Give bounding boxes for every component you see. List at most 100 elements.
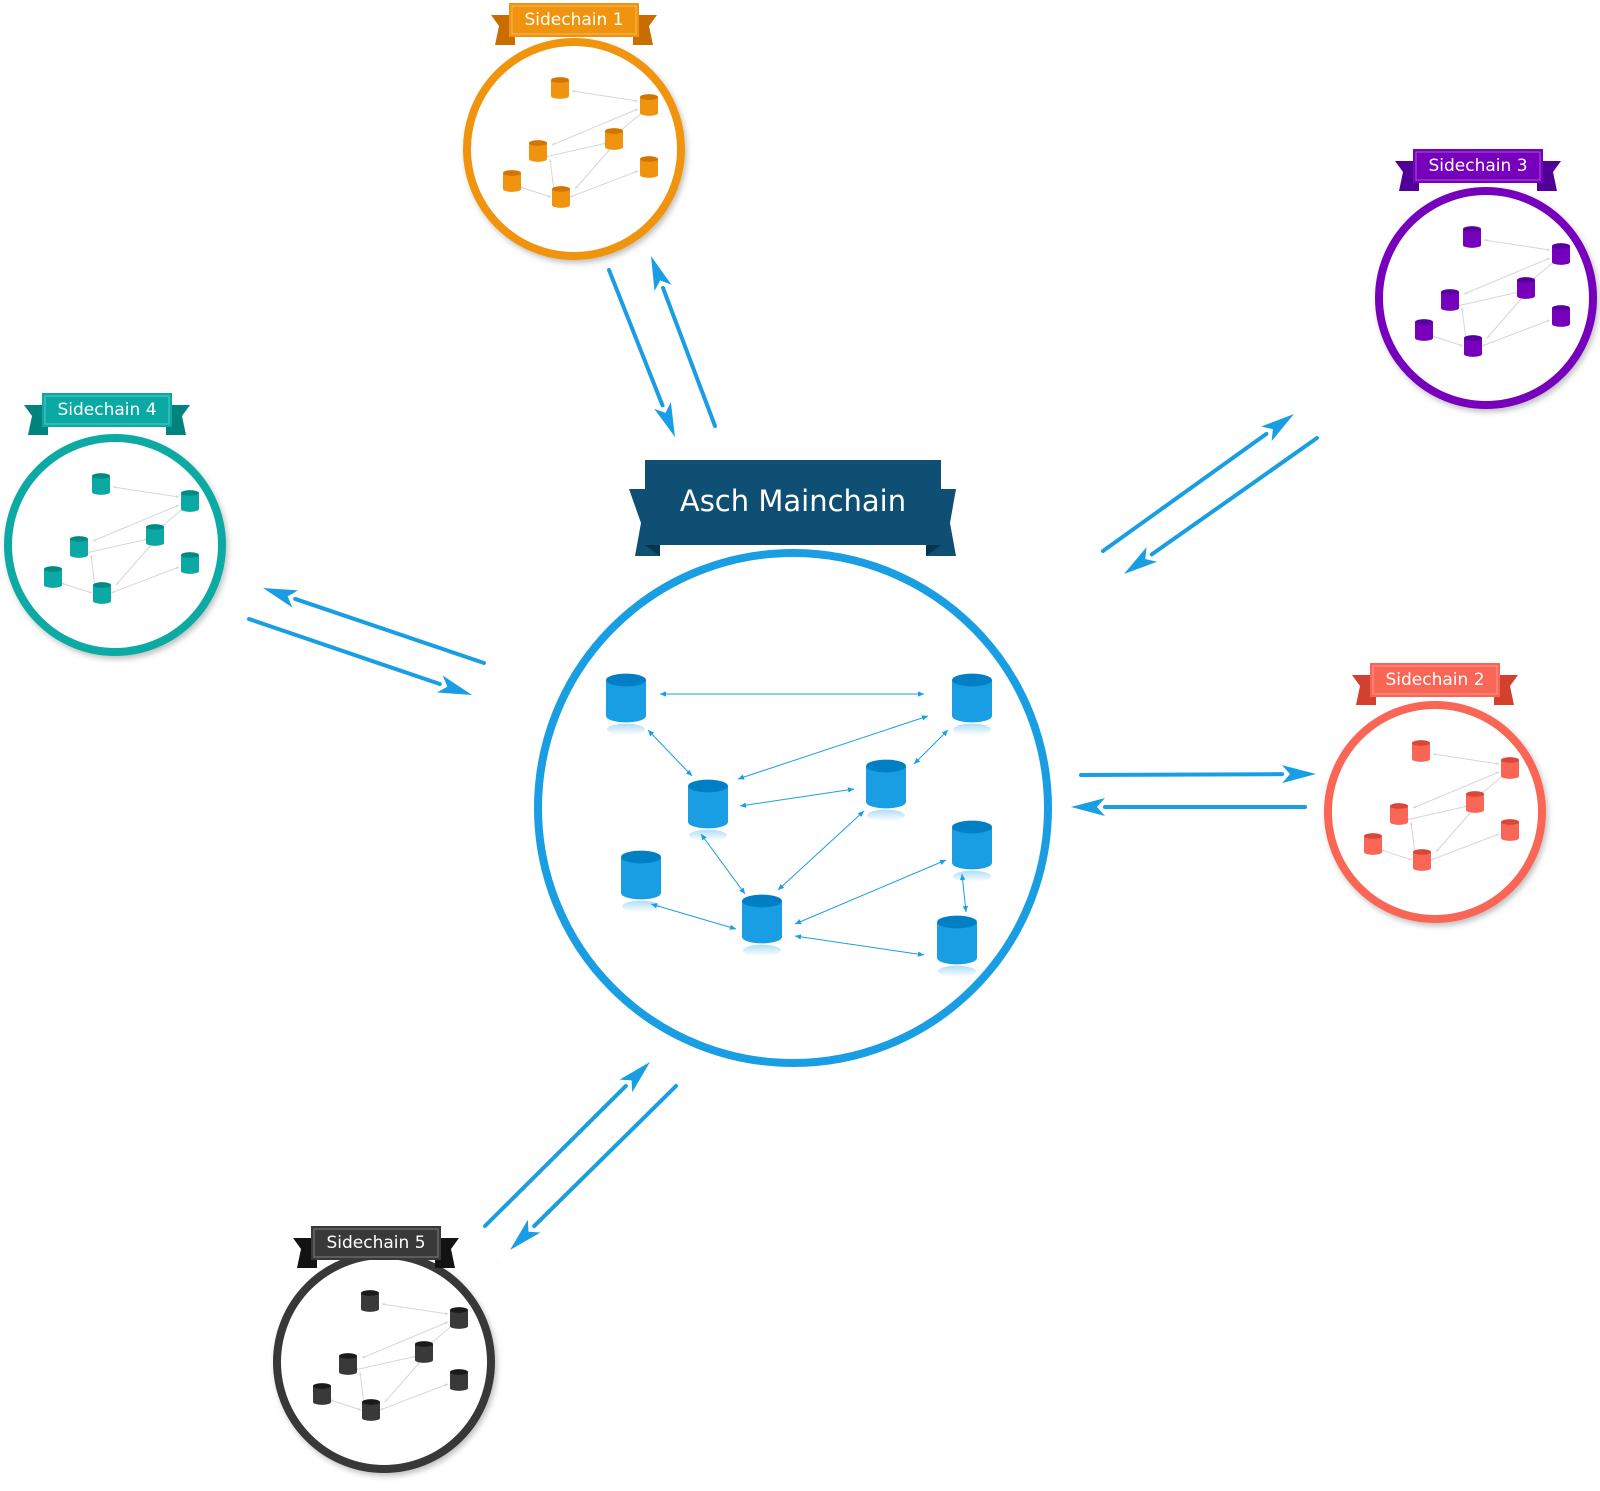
database-icon: [1501, 819, 1519, 841]
database-icon: [606, 673, 646, 736]
sidechain-5-title: Sidechain 5: [326, 1233, 425, 1253]
database-icon: [688, 779, 728, 842]
sidechain-1-node: Sidechain 1: [463, 3, 685, 260]
database-icon: [1466, 791, 1484, 813]
database-icon: [503, 170, 521, 192]
sidechain-4-title: Sidechain 4: [57, 400, 156, 420]
arrow-main-to-sidechain-4: [263, 588, 486, 665]
database-icon: [952, 820, 992, 883]
mainchain-ring: [534, 549, 1052, 1067]
database-icon: [1441, 289, 1459, 311]
banner-fold-left: [645, 545, 660, 556]
sidechain-3-link-5: [1431, 335, 1464, 347]
database-icon: [640, 94, 658, 116]
database-icon: [362, 1399, 380, 1421]
sidechain-2-banner: Sidechain 2: [1352, 663, 1518, 705]
sidechains: Sidechain 1 Sidechain 2 Sidechain 3 Sidecha…: [4, 3, 1597, 1473]
database-icon: [44, 566, 62, 588]
sidechain-1-network: [503, 77, 658, 208]
sidechain-5-link-1: [381, 1303, 449, 1315]
mainchain-network: [606, 673, 992, 978]
database-icon: [552, 186, 570, 208]
arrow-sidechain-5-to-main: [483, 1062, 650, 1228]
banner-fold-right: [926, 545, 941, 556]
arrow-sidechain-2-to-main: [1071, 798, 1307, 816]
database-icon: [1501, 757, 1519, 779]
sidechain-2-network: [1364, 740, 1519, 871]
mainchain-link-3: [737, 715, 929, 780]
sidechain-2-link-7: [1435, 811, 1472, 853]
database-icon: [1415, 319, 1433, 341]
sidechain-4-link-1: [112, 486, 180, 498]
sidechain-2-link-1: [1432, 753, 1500, 765]
sidechain-4-link-6: [110, 566, 180, 594]
mainchain-link-7: [777, 810, 865, 891]
database-icon: [1364, 833, 1382, 855]
sidechain-3-link-6: [1481, 319, 1551, 347]
sidechain-1-banner: Sidechain 1: [491, 3, 657, 45]
database-icon: [339, 1353, 357, 1375]
sidechain-2-ring: [1324, 701, 1546, 923]
database-icon: [92, 473, 110, 495]
sidechain-2-link-6: [1430, 833, 1500, 861]
sidechain-1-link-1: [571, 90, 639, 102]
database-icon: [1412, 740, 1430, 762]
database-icon: [70, 536, 88, 558]
banner-body: [645, 460, 941, 545]
sidechain-3-link-1: [1483, 239, 1551, 251]
database-icon: [866, 759, 906, 822]
sidechain-3-node: Sidechain 3: [1375, 149, 1597, 409]
sidechain-5-banner: Sidechain 5: [293, 1226, 459, 1268]
sidechain-1-link-6: [569, 170, 639, 198]
sidechain-3-network: [1415, 226, 1570, 357]
database-icon: [181, 552, 199, 574]
database-icon: [1463, 226, 1481, 248]
sidechain-4-node: Sidechain 4: [4, 393, 226, 656]
database-icon: [605, 128, 623, 150]
sidechain-2-link-2: [1412, 771, 1500, 809]
mainchain-title: Asch Mainchain: [680, 484, 906, 518]
sidechain-5-link-7: [384, 1361, 421, 1403]
sidechain-1-ring: [463, 38, 685, 260]
mainchain-link-9: [794, 859, 947, 925]
sidechain-4-ring: [4, 434, 226, 656]
database-icon: [1413, 849, 1431, 871]
database-icon: [146, 524, 164, 546]
sidechain-3-link-7: [1486, 297, 1523, 339]
sidechain-2-node: Sidechain 2: [1324, 663, 1546, 923]
arrow-sidechain-3-to-main: [1124, 436, 1319, 574]
arrow-main-to-sidechain-1: [651, 256, 717, 428]
sidechain-3-title: Sidechain 3: [1428, 156, 1527, 176]
arrow-main-to-sidechain-5: [510, 1084, 678, 1250]
mainchain-node: Asch Mainchain: [534, 460, 1052, 1067]
mainchain-link-4: [913, 729, 949, 765]
database-icon: [181, 490, 199, 512]
sidechain-4-link-7: [115, 544, 152, 586]
sidechain-4-link-2: [92, 504, 180, 542]
sidechain-3-link-2: [1463, 257, 1551, 295]
connector-arrows: [247, 256, 1319, 1250]
sidechain-1-link-7: [574, 148, 611, 190]
database-icon: [952, 673, 992, 736]
sidechain-2-title: Sidechain 2: [1385, 670, 1484, 690]
mainchain-link-5: [739, 787, 855, 808]
sidechain-4-network: [44, 473, 199, 604]
sidechain-5-ring: [273, 1251, 495, 1473]
mainchain-link-11: [794, 934, 925, 957]
arrow-sidechain-1-to-main: [607, 268, 675, 437]
database-icon: [551, 77, 569, 99]
arrow-main-to-sidechain-2: [1079, 765, 1316, 784]
sidechain-5-link-6: [379, 1383, 449, 1411]
database-icon: [937, 915, 977, 978]
database-icon: [93, 582, 111, 604]
database-icon: [450, 1307, 468, 1329]
sidechain-1-link-2: [551, 108, 639, 146]
database-icon: [415, 1341, 433, 1363]
database-icon: [1552, 305, 1570, 327]
sidechain-5-node: Sidechain 5: [273, 1226, 495, 1473]
mainchain-banner: Asch Mainchain: [629, 460, 956, 556]
sidechain-5-link-2: [361, 1321, 449, 1359]
database-icon: [742, 894, 782, 957]
sidechain-3-banner: Sidechain 3: [1395, 149, 1561, 191]
